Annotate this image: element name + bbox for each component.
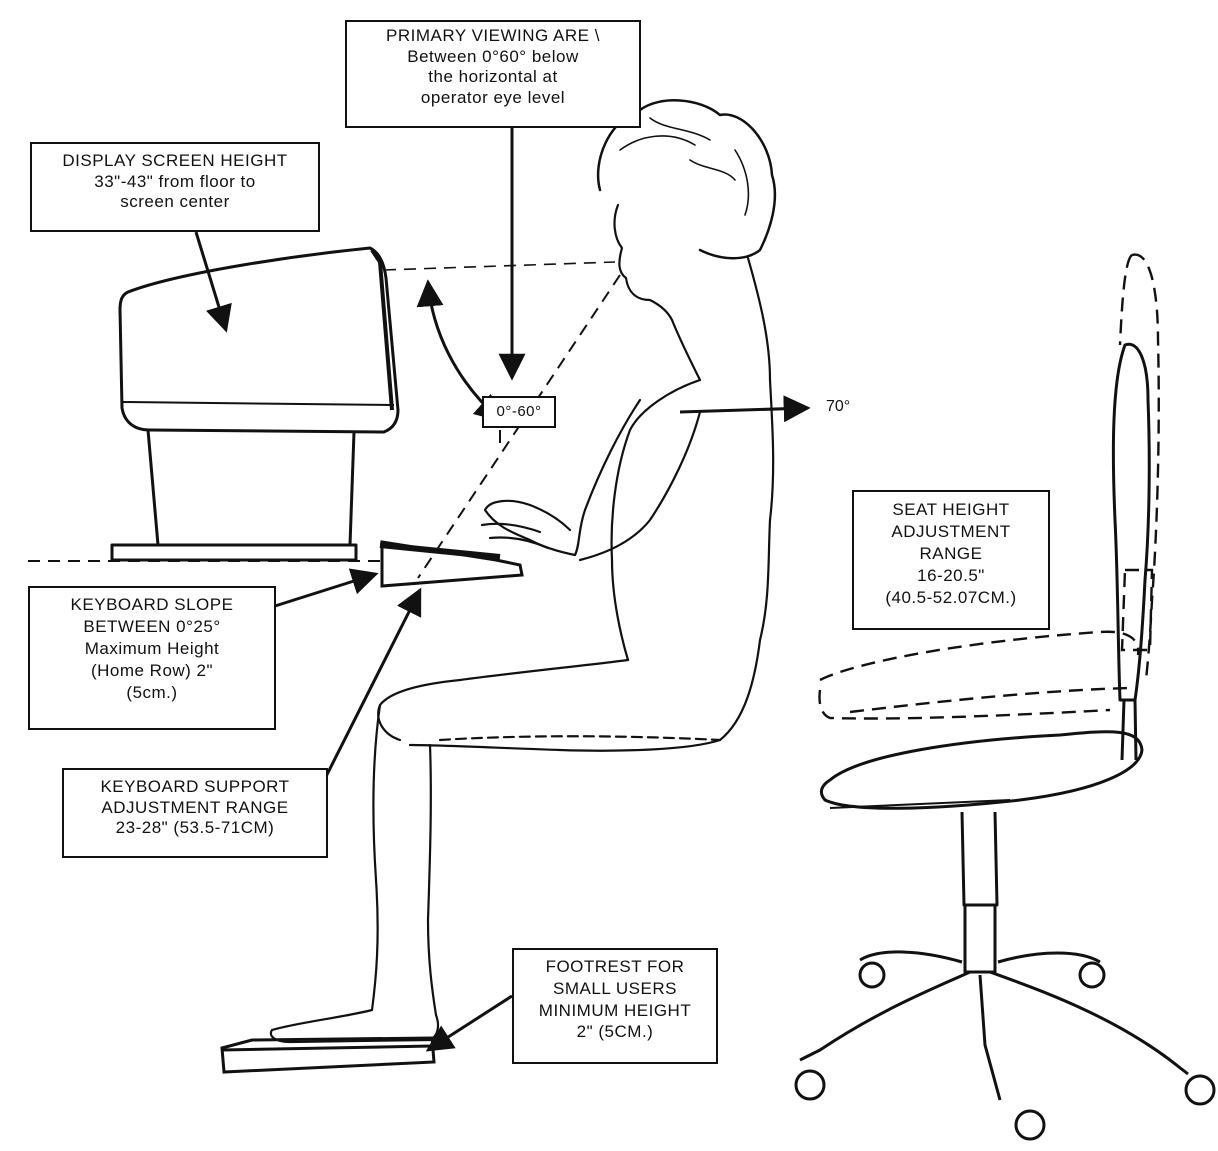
viewing-angle-label: 0°-60° xyxy=(482,396,556,428)
keyboard-slope-label: KEYBOARD SLOPE BETWEEN 0°25° Maximum Hei… xyxy=(28,586,276,730)
footrest-line4: 2" (5CM.) xyxy=(514,1021,716,1043)
seat-height-line2: ADJUSTMENT xyxy=(854,521,1048,543)
horizontal-eye-line xyxy=(384,262,615,270)
footrest-line2: SMALL USERS xyxy=(514,978,716,1000)
seat-height-line1: SEAT HEIGHT xyxy=(854,499,1048,521)
footrest xyxy=(222,1038,434,1072)
keyboard-support-label: KEYBOARD SUPPORT ADJUSTMENT RANGE 23-28"… xyxy=(62,768,328,858)
footrest-label: FOOTREST FOR SMALL USERS MINIMUM HEIGHT … xyxy=(512,948,718,1064)
keyboard-support-line2: ADJUSTMENT RANGE xyxy=(64,798,326,819)
keyboard-slope-line3: Maximum Height xyxy=(30,638,274,660)
keyboard xyxy=(380,542,522,586)
display-height-line1: DISPLAY SCREEN HEIGHT xyxy=(32,151,318,172)
primary-viewing-line1: PRIMARY VIEWING ARE \ xyxy=(347,26,639,47)
keyboard-slope-line5: (5cm.) xyxy=(30,682,274,704)
office-chair xyxy=(796,344,1214,1139)
arm-angle-label: 70° xyxy=(826,398,850,416)
keyboard-slope-line1: KEYBOARD SLOPE xyxy=(30,594,274,616)
keyboard-slope-line4: (Home Row) 2" xyxy=(30,660,274,682)
seat-height-line4: 16-20.5" xyxy=(854,565,1048,587)
primary-viewing-area-label: PRIMARY VIEWING ARE \ Between 0°60° belo… xyxy=(345,20,641,128)
seat-height-label: SEAT HEIGHT ADJUSTMENT RANGE 16-20.5" (4… xyxy=(852,490,1050,630)
arm-angle-arrow xyxy=(680,408,808,412)
monitor xyxy=(112,248,398,560)
keyboard-support-line3: 23-28" (53.5-71CM) xyxy=(64,818,326,839)
display-height-line2: 33"-43" from floor to xyxy=(32,172,318,193)
primary-viewing-line3: the horizontal at xyxy=(347,67,639,88)
seat-height-line5: (40.5-52.07CM.) xyxy=(854,587,1048,609)
display-height-line3: screen center xyxy=(32,192,318,213)
keyboard-slope-arrow xyxy=(275,574,376,606)
viewing-angle-text: 0°-60° xyxy=(484,403,554,421)
primary-viewing-line2: Between 0°60° below xyxy=(347,47,639,68)
primary-viewing-line4: operator eye level xyxy=(347,88,639,109)
arm-angle-text: 70° xyxy=(826,398,850,415)
footrest-line1: FOOTREST FOR xyxy=(514,956,716,978)
seat-height-line3: RANGE xyxy=(854,543,1048,565)
keyboard-support-line1: KEYBOARD SUPPORT xyxy=(64,777,326,798)
keyboard-slope-line2: BETWEEN 0°25° xyxy=(30,616,274,638)
display-screen-height-label: DISPLAY SCREEN HEIGHT 33"-43" from floor… xyxy=(30,142,320,232)
footrest-arrow xyxy=(428,996,512,1050)
chair-adjustment-range xyxy=(819,255,1158,719)
seated-person xyxy=(271,100,775,1042)
footrest-line3: MINIMUM HEIGHT xyxy=(514,1000,716,1022)
display-height-arrow xyxy=(196,232,226,330)
